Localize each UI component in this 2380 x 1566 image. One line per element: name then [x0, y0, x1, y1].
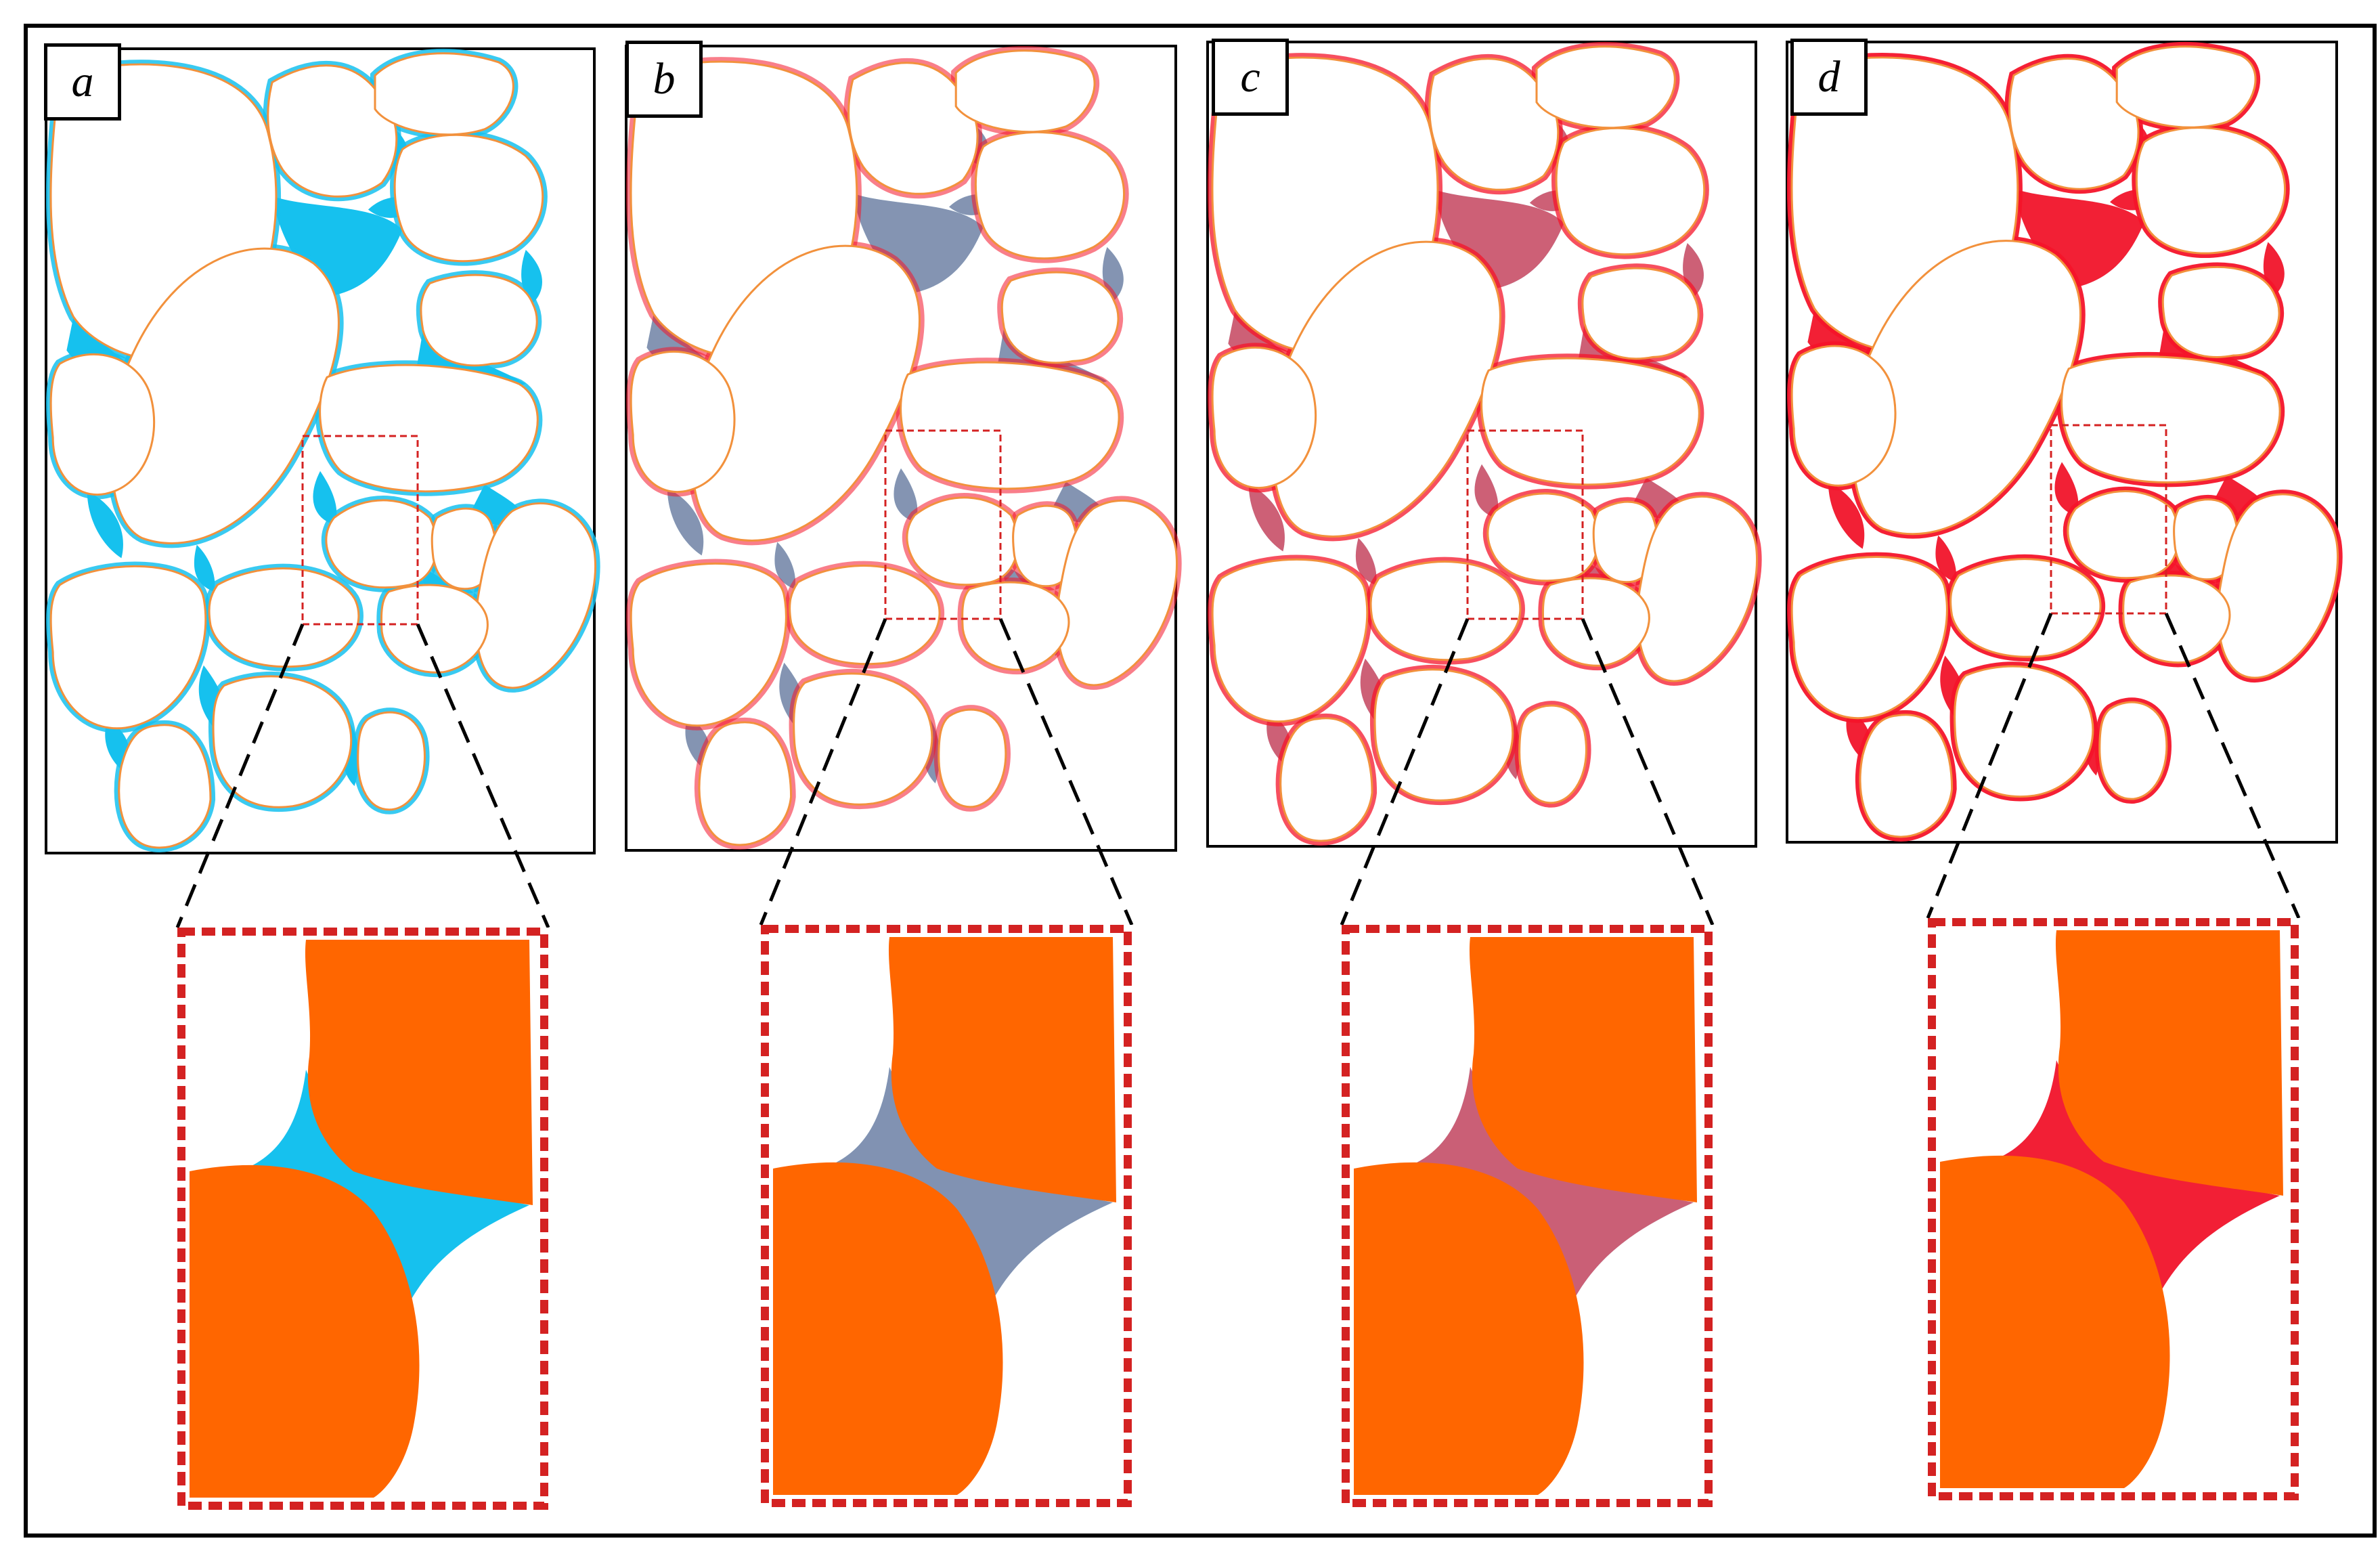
- leader-line-left: [1926, 613, 2053, 919]
- micrograph-panel-a: [45, 47, 596, 854]
- zoom-grain-upper: [1469, 937, 1697, 1202]
- zoom-selection-box: [1466, 429, 1584, 620]
- leader-line-right: [416, 624, 550, 928]
- micrograph-panel-c: [1206, 41, 1757, 848]
- zoom-view-a: [175, 624, 550, 1510]
- zoom-frame: [1342, 925, 1713, 1507]
- zoom-frame: [177, 928, 548, 1510]
- zoom-pore-phase-2: [822, 1067, 1113, 1297]
- zoom-selection-box: [301, 435, 419, 626]
- panel-label-b: b: [625, 41, 703, 118]
- micrograph-panel-d: [1786, 41, 2338, 844]
- zoom-frame: [1928, 918, 2299, 1500]
- leader-line-right: [998, 618, 1134, 926]
- zoom-grain-upper: [888, 937, 1116, 1202]
- zoom-grain-upper: [2055, 930, 2283, 1196]
- zoom-grain-lower: [1354, 1162, 1584, 1495]
- panel-label-c: c: [1212, 39, 1289, 116]
- leader-line-right: [2164, 613, 2301, 919]
- zoom-grain-lower: [190, 1165, 420, 1498]
- zoom-grain-lower: [1940, 1155, 2170, 1488]
- zoom-frame: [761, 925, 1132, 1507]
- zoom-selection-box: [884, 429, 1002, 620]
- zoom-view-c: [1340, 618, 1715, 1507]
- zoom-view-d: [1926, 613, 2301, 1500]
- leader-line-left: [1340, 618, 1470, 926]
- panel-label-a: a: [44, 43, 121, 121]
- micrograph-panel-b: [625, 45, 1177, 852]
- zoom-grain-lower: [773, 1162, 1003, 1495]
- zoom-pore-phase-2: [1989, 1060, 2280, 1290]
- panel-label-d: d: [1790, 39, 1868, 116]
- zoom-view-b: [759, 618, 1134, 1507]
- leader-line-left: [759, 618, 887, 926]
- zoom-pore-phase-2: [1403, 1067, 1694, 1297]
- zoom-grain-upper: [305, 940, 533, 1205]
- zoom-pore-phase-1: [822, 1067, 1113, 1297]
- leader-line-right: [1581, 618, 1715, 926]
- zoom-selection-box: [2050, 424, 2167, 615]
- leader-line-left: [175, 624, 305, 928]
- zoom-pore-phase-1: [238, 1070, 529, 1300]
